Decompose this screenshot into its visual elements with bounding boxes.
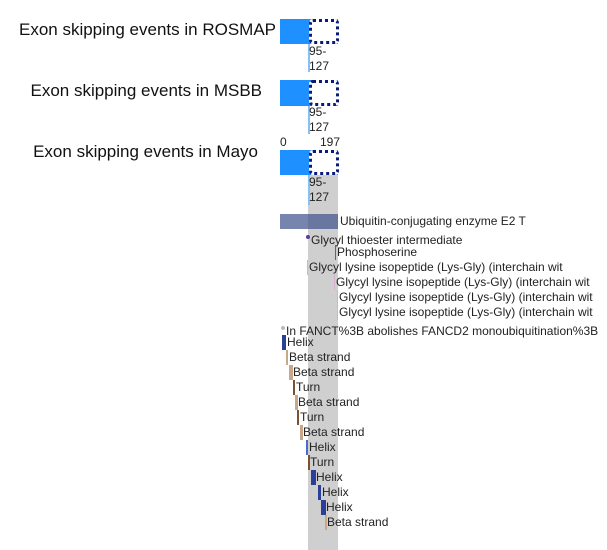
feature-label: Helix	[287, 335, 314, 349]
feature-mark-beta[interactable]	[300, 425, 303, 440]
feature-label: Beta strand	[303, 425, 365, 439]
feature-label: Turn	[296, 380, 321, 394]
range-line-msbb	[308, 106, 310, 134]
feature-mark-variant[interactable]	[281, 326, 285, 330]
feature-label: Helix	[326, 500, 353, 514]
feature-label: Turn	[310, 455, 335, 469]
feature-mark-helix[interactable]	[306, 440, 308, 455]
feature-mark-mod[interactable]	[335, 245, 336, 260]
exon-highlight-band	[308, 170, 338, 550]
axis-min: 0	[280, 135, 287, 149]
feature-label: Turn	[300, 410, 325, 424]
feature-label: Glycyl lysine isopeptide (Lys-Gly) (inte…	[339, 305, 593, 319]
feature-mark-crosslink[interactable]	[307, 260, 308, 275]
feature-mark-site[interactable]	[306, 235, 310, 239]
feature-mark-beta[interactable]	[286, 350, 288, 365]
feature-label: Glycyl lysine isopeptide (Lys-Gly) (inte…	[336, 275, 590, 289]
feature-label: Glycyl lysine isopeptide (Lys-Gly) (inte…	[309, 260, 563, 274]
axis-max: 197	[320, 135, 341, 149]
feature-label: Glycyl lysine isopeptide (Lys-Gly) (inte…	[339, 290, 593, 304]
track-title-mayo: Exon skipping events in Mayo	[33, 142, 258, 161]
feature-mark-turn[interactable]	[308, 455, 310, 470]
feature-label: Beta strand	[293, 365, 355, 379]
feature-label: Beta strand	[327, 515, 389, 529]
range-label-rosmap: 95- 127	[309, 44, 330, 73]
feature-label: Helix	[309, 440, 336, 454]
range-line-mayo	[308, 175, 310, 205]
skipped-exon-rosmap[interactable]	[309, 19, 339, 44]
track-title-msbb: Exon skipping events in MSBB	[30, 81, 262, 100]
feature-mark-helix[interactable]	[311, 470, 316, 485]
feature-mark-helix[interactable]	[318, 485, 321, 500]
feature-label: In FANCT%3B abolishes FANCD2 monoubiquit…	[286, 324, 599, 338]
feature-mark-beta[interactable]	[325, 515, 327, 530]
feature-mark-crosslink[interactable]	[337, 305, 338, 320]
feature-label: Helix	[316, 470, 343, 484]
feature-mark-beta[interactable]	[289, 365, 293, 380]
track-title-rosmap: Exon skipping events in ROSMAP	[18, 20, 276, 39]
range-line-rosmap	[308, 44, 310, 72]
feature-mark-turn[interactable]	[293, 380, 295, 395]
skipped-exon-msbb[interactable]	[309, 80, 339, 106]
range-label-msbb: 95- 127	[309, 105, 330, 134]
feature-label: Beta strand	[289, 350, 351, 364]
feature-mark-beta[interactable]	[295, 395, 298, 410]
feature-label: Phosphoserine	[337, 245, 418, 259]
feature-mark-crosslink[interactable]	[334, 275, 335, 290]
feature-mark-chain[interactable]	[280, 214, 338, 229]
feature-label: Glycyl thioester intermediate	[311, 233, 463, 247]
feature-mark-crosslink[interactable]	[337, 290, 338, 305]
feature-label: Beta strand	[298, 395, 360, 409]
feature-mark-helix[interactable]	[321, 500, 326, 515]
feature-label: Helix	[322, 485, 349, 499]
feature-label: Ubiquitin-conjugating enzyme E2 T	[340, 214, 526, 228]
feature-mark-helix[interactable]	[282, 335, 286, 350]
skipped-exon-mayo[interactable]	[309, 150, 339, 175]
feature-mark-turn[interactable]	[297, 410, 299, 425]
range-label-mayo: 95- 127	[309, 175, 330, 204]
